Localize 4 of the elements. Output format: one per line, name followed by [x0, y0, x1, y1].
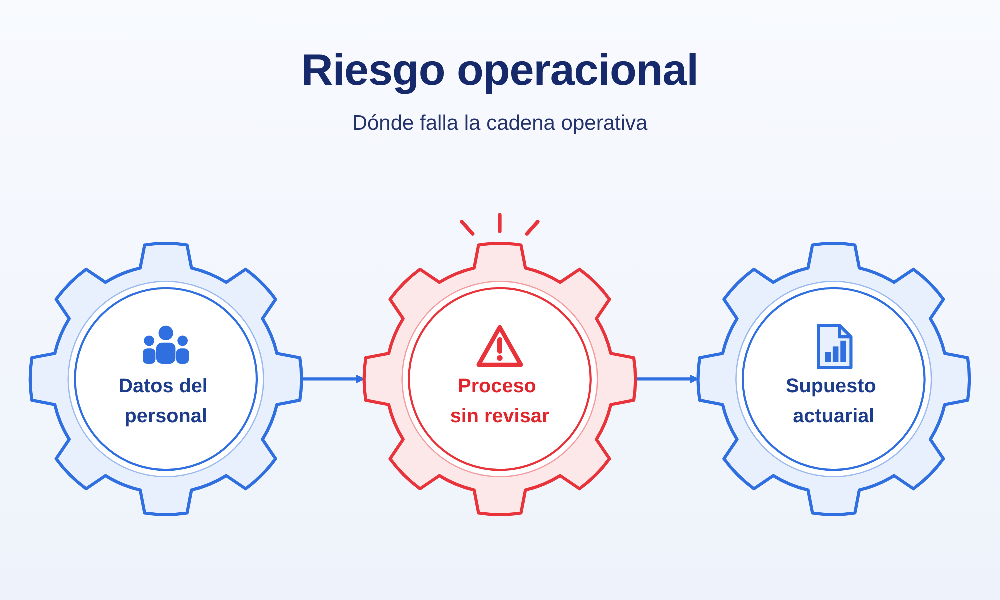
arrow: [636, 374, 699, 384]
arrow: [302, 374, 365, 384]
title: Riesgo operacional: [302, 46, 698, 96]
subtitle: Dónde falla la cadena operativa: [352, 112, 648, 136]
